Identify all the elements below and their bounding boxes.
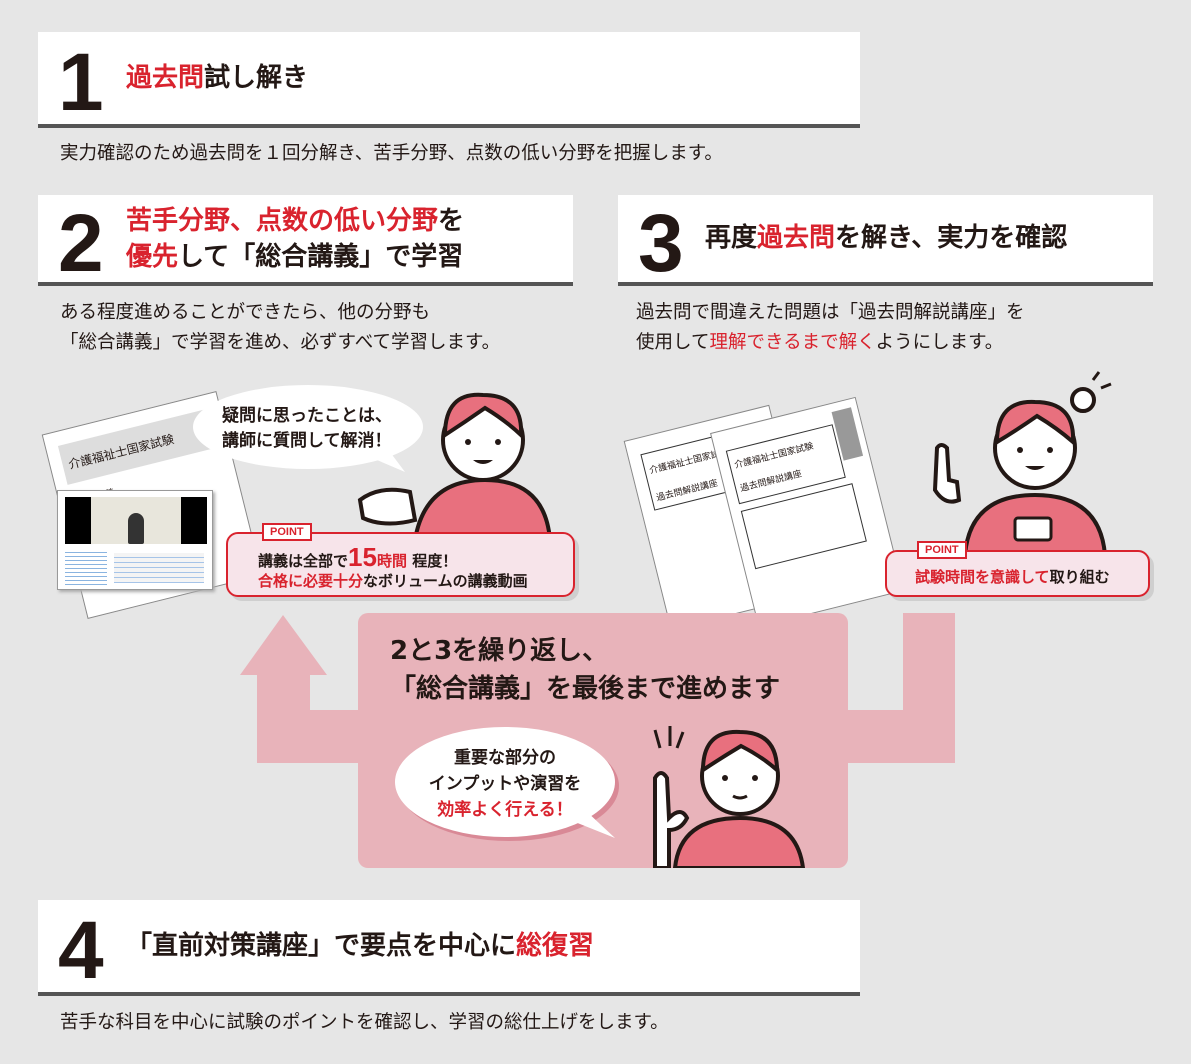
loop-message: 2と3を繰り返し、「総合講義」を最後まで進めます — [390, 636, 781, 704]
point-tag: POINT — [917, 541, 967, 559]
step2-desc: ある程度進めることができたら、他の分野も「総合講義」で学習を進め、必ずすべて学習… — [60, 302, 501, 353]
step3-desc: 過去問で間違えた問題は「過去問解説講座」を使用して理解できるまで解くようにします… — [636, 302, 1025, 353]
speech-bubble-text: 疑問に思ったことは、講師に質問して解消！ — [222, 406, 392, 451]
step2-point-box: POINT 講義は全部で15時間 程度！ 合格に必要十分なボリュームの講義動画 — [226, 523, 575, 597]
step-title: 「直前対策講座」で要点を中心に総復習 — [126, 931, 595, 961]
cloud-bubble-text: 重要な部分のインプットや演習を効率よく行える！ — [428, 748, 582, 820]
speech-bubble-shape — [193, 385, 423, 472]
staff-person-ok-icon — [653, 726, 806, 868]
step4-header: 4 「直前対策講座」で要点を中心に総復習 — [38, 900, 860, 996]
cloud-bubble-shape — [395, 727, 619, 841]
staff-person-pointing-icon — [357, 392, 553, 540]
step3-point-box: POINT 試験時間を意識して取り組む — [885, 541, 1150, 597]
point-tag: POINT — [262, 523, 312, 541]
step-number: 2 — [58, 198, 104, 289]
lecturer-icon — [128, 513, 144, 544]
step-title: 再度過去問を解き、実力を確認 — [705, 223, 1068, 253]
staff-person-idea-icon — [932, 371, 1112, 555]
point-line1: 講義は全部で15時間 程度！ — [258, 542, 458, 572]
step-title: 過去問試し解き — [126, 63, 309, 93]
point-line2: 合格に必要十分なボリュームの講義動画 — [258, 572, 528, 590]
step3-header: 3 再度過去問を解き、実力を確認 — [618, 195, 1153, 286]
step1-desc: 実力確認のため過去問を１回分解き、苦手分野、点数の低い分野を把握します。 — [60, 143, 723, 164]
step-number: 3 — [638, 198, 684, 289]
step2-header: 2 苦手分野、点数の低い分野を優先して「総合講義」で学習 — [38, 195, 573, 286]
step-number: 4 — [58, 905, 104, 996]
point-text: 試験時間を意識して取り組む — [915, 568, 1110, 586]
step4-desc: 苦手な科目を中心に試験のポイントを確認し、学習の総仕上げをします。 — [60, 1012, 669, 1033]
step1-header: 1 過去問試し解き — [38, 32, 860, 128]
lecture-video-screenshot — [57, 490, 213, 590]
step-title: 苦手分野、点数の低い分野を優先して「総合講義」で学習 — [126, 206, 465, 272]
step-number: 1 — [58, 37, 104, 128]
